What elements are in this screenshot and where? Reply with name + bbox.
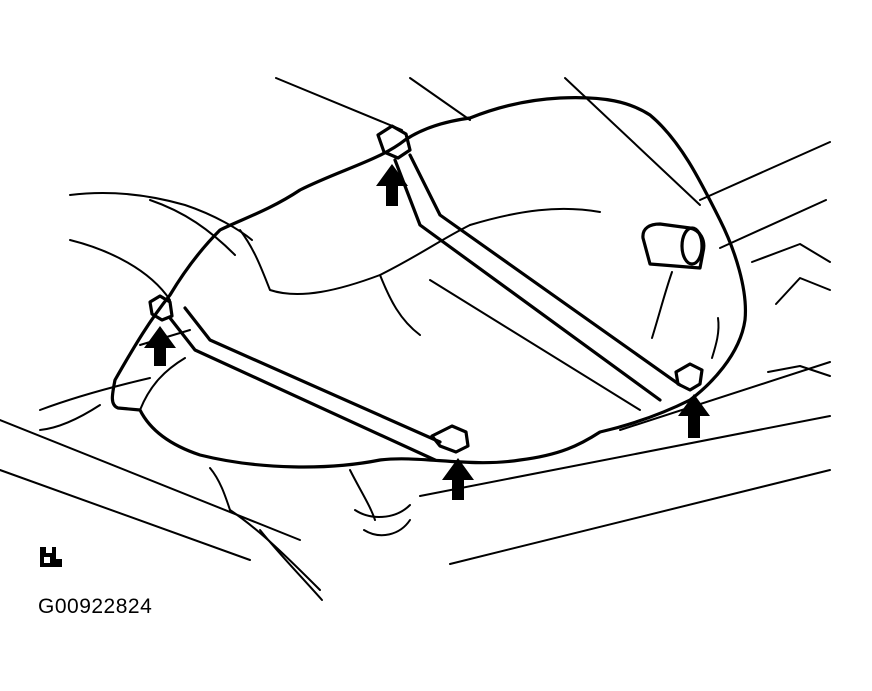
bolt-right bbox=[674, 362, 704, 392]
filler-pipe bbox=[641, 222, 720, 359]
up-arrow-icon bbox=[144, 326, 176, 366]
figure-id-label: G00922824 bbox=[38, 595, 153, 618]
up-arrow-icon bbox=[442, 458, 474, 500]
publisher-logo-icon bbox=[40, 547, 62, 567]
bolt-bottom bbox=[430, 424, 470, 454]
vehicle-body-lines bbox=[0, 77, 831, 601]
strap-bolts bbox=[148, 124, 704, 454]
up-arrow-icon bbox=[678, 394, 710, 438]
up-arrow-icon bbox=[376, 164, 408, 206]
bolt-top bbox=[376, 124, 412, 160]
tank-straps bbox=[168, 153, 682, 462]
bolt-left bbox=[148, 294, 174, 322]
fuel-tank bbox=[110, 96, 748, 537]
arrows bbox=[144, 164, 710, 500]
